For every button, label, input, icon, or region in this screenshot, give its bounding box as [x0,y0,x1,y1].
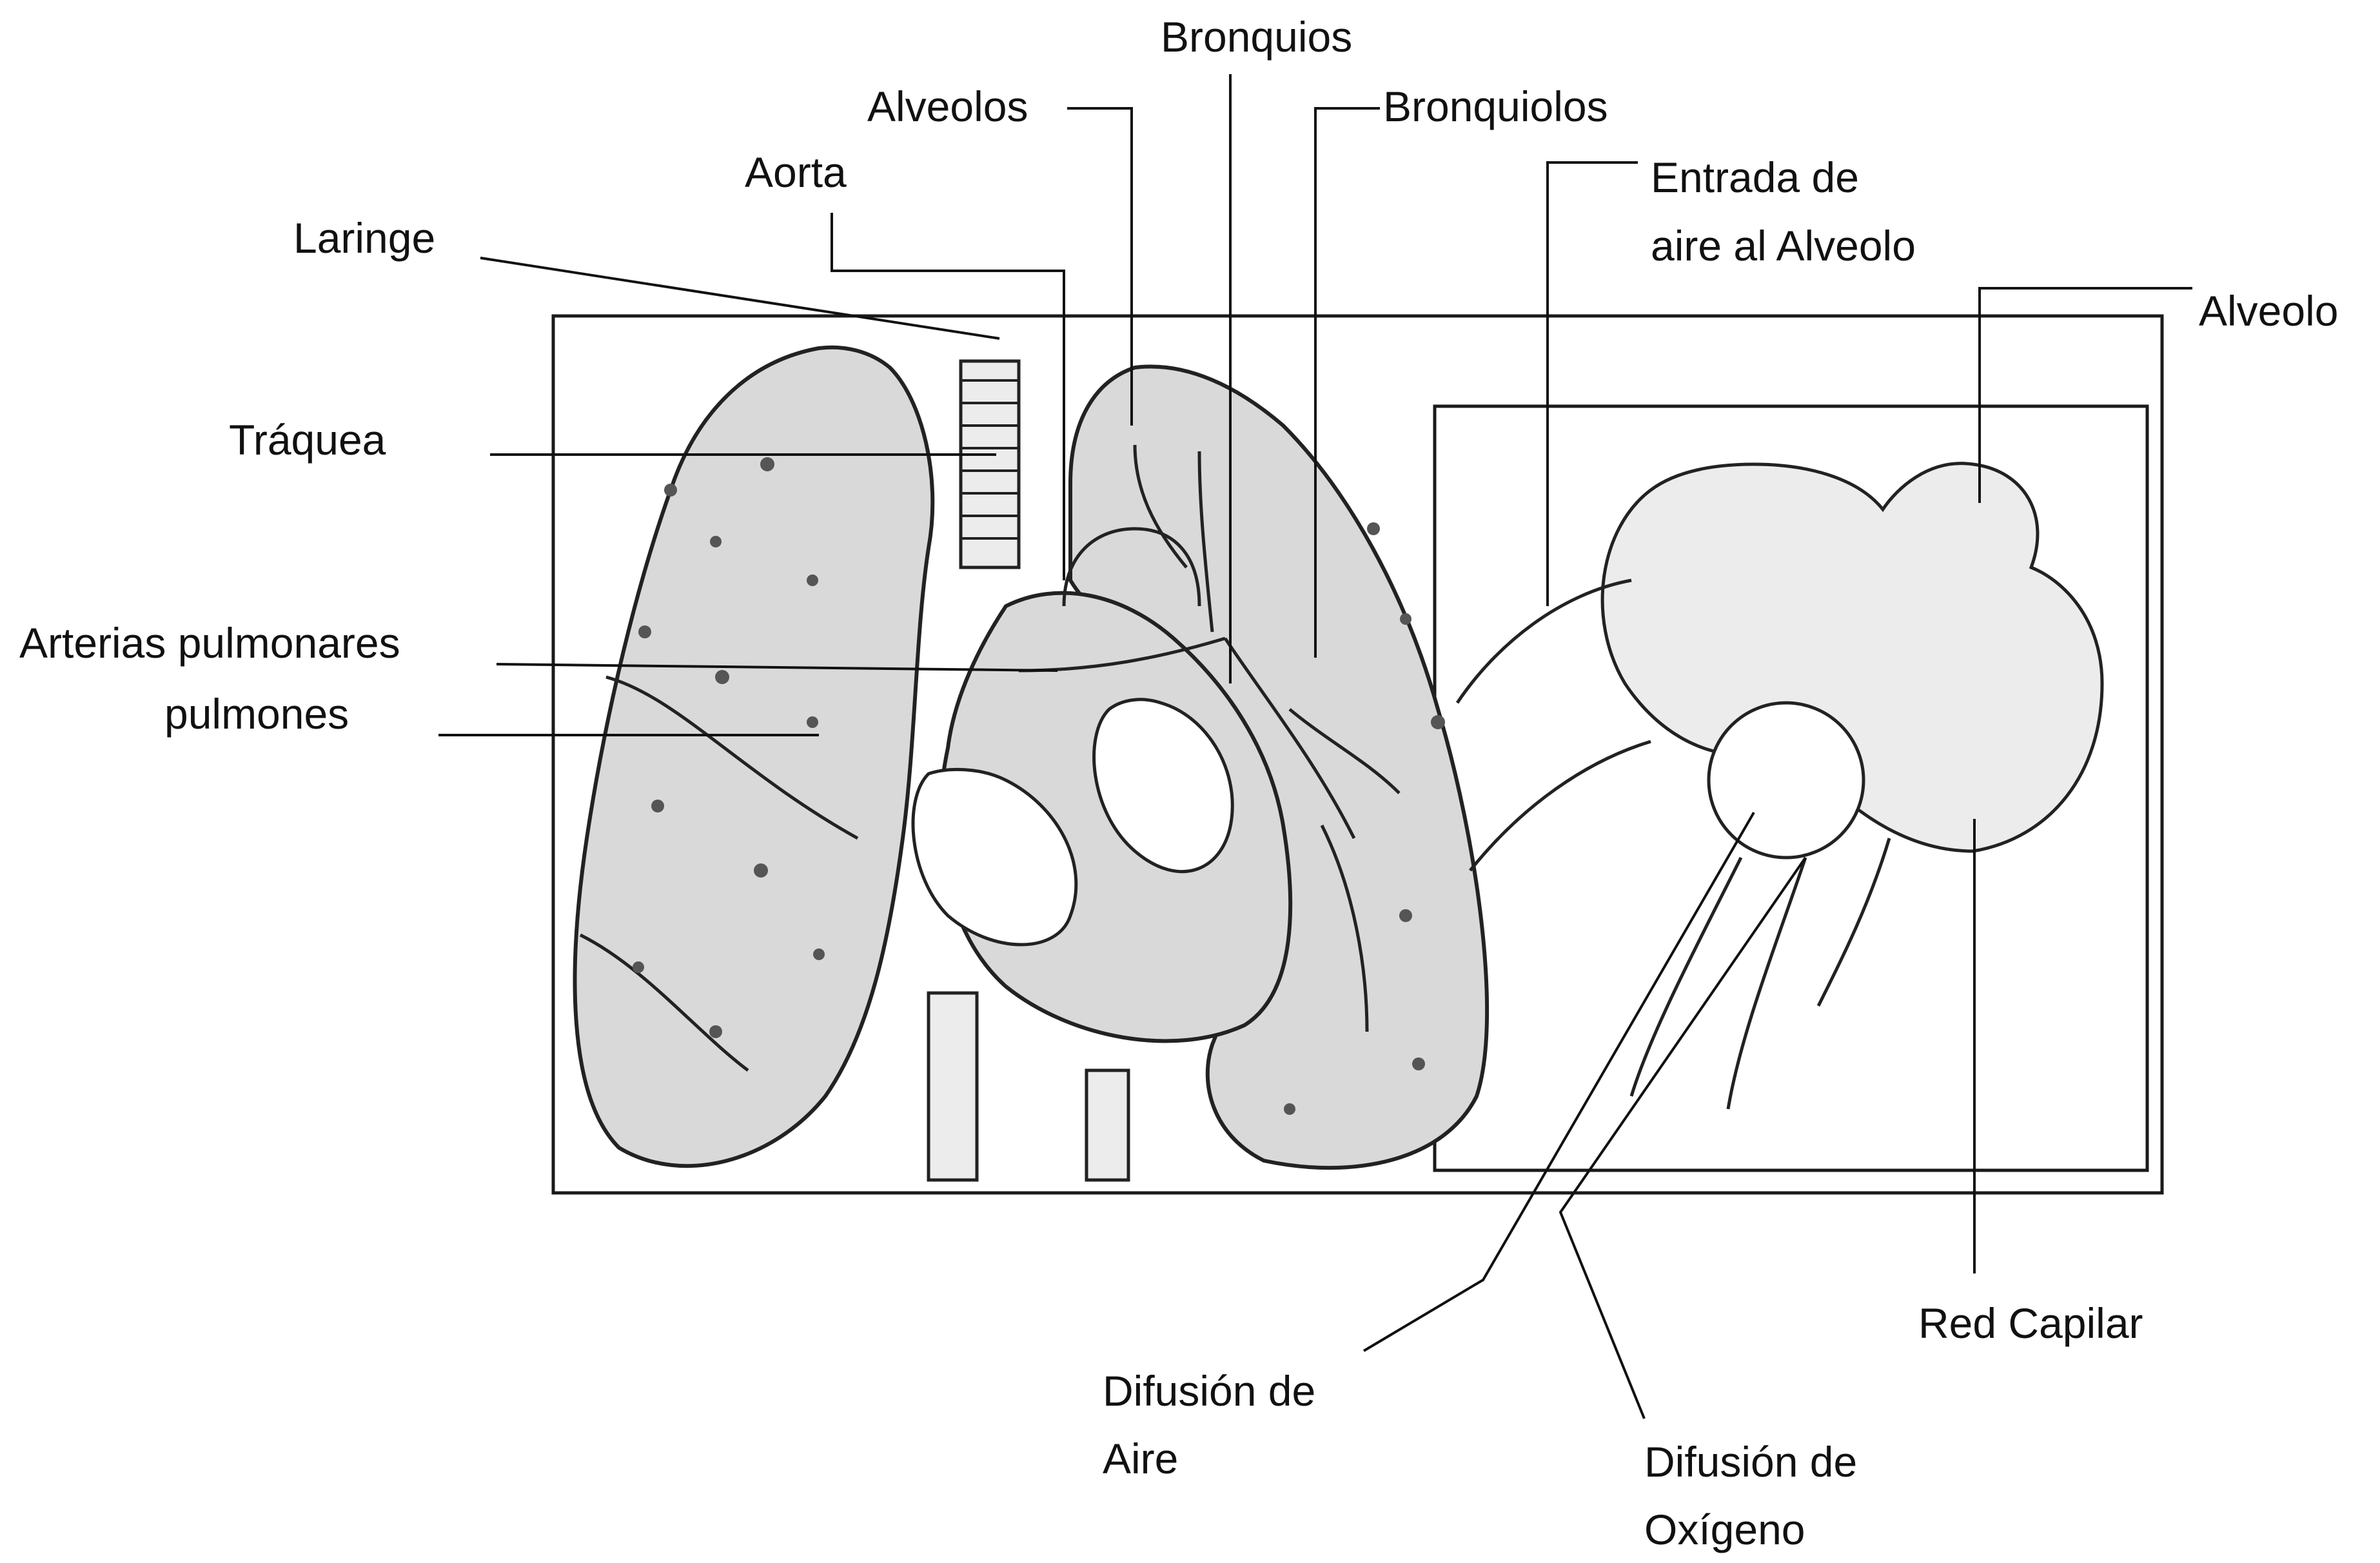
label-laringe: Laringe [293,214,435,262]
label-alveolo: Alveolo [2199,287,2338,335]
label-difusion-oxigeno-line2: Oxígeno [1644,1506,1805,1553]
label-bronquiolos: Bronquiolos [1383,83,1608,130]
label-difusion-oxigeno-line1: Difusión de [1644,1438,1857,1486]
label-alveolos: Alveolos [867,83,1028,130]
left-lung [575,348,933,1166]
label-arterias: Arterias pulmonares [19,619,400,667]
label-entrada-line2: aire al Alveolo [1651,222,1916,270]
label-difusion-aire-line1: Difusión de [1103,1367,1315,1415]
label-pulmones: pulmones [164,690,349,738]
label-bronquios: Bronquios [1161,13,1352,61]
label-red-capilar: Red Capilar [1918,1299,2143,1347]
label-aorta: Aorta [745,148,847,196]
label-difusion-aire-line2: Aire [1103,1435,1178,1482]
alveolus-cluster [1457,464,2102,1109]
trachea [961,361,1019,567]
label-traquea: Tráquea [229,416,386,464]
label-entrada-line1: Entrada de [1651,153,1859,201]
